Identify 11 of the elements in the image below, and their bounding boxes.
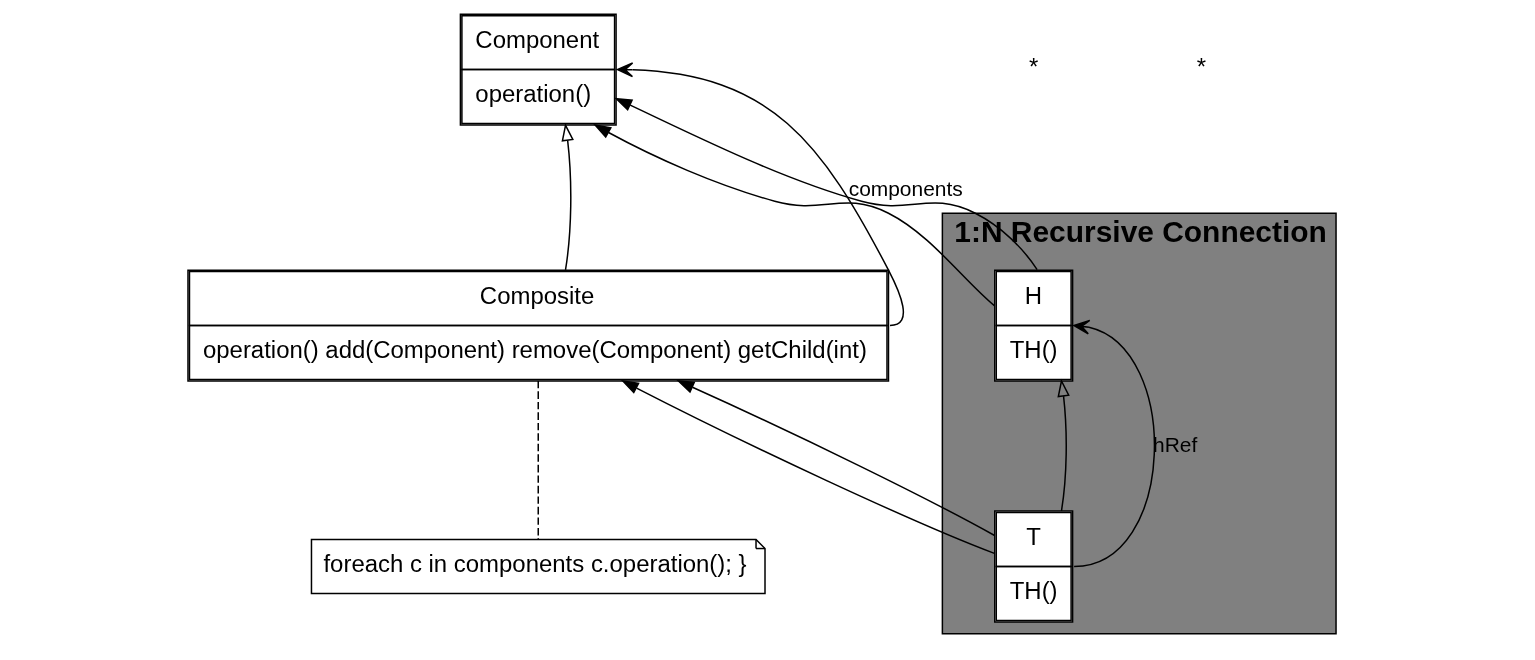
connector (537, 380, 539, 540)
edge-label: components (848, 176, 963, 200)
arrow (592, 123, 995, 307)
arrow (1072, 319, 1155, 568)
arrow (1056, 378, 1070, 512)
arrow (560, 123, 574, 271)
arrow (675, 380, 995, 537)
label: * (1028, 53, 1038, 81)
arrow (613, 97, 1038, 271)
label: * (1196, 53, 1206, 81)
arrow (620, 379, 995, 555)
